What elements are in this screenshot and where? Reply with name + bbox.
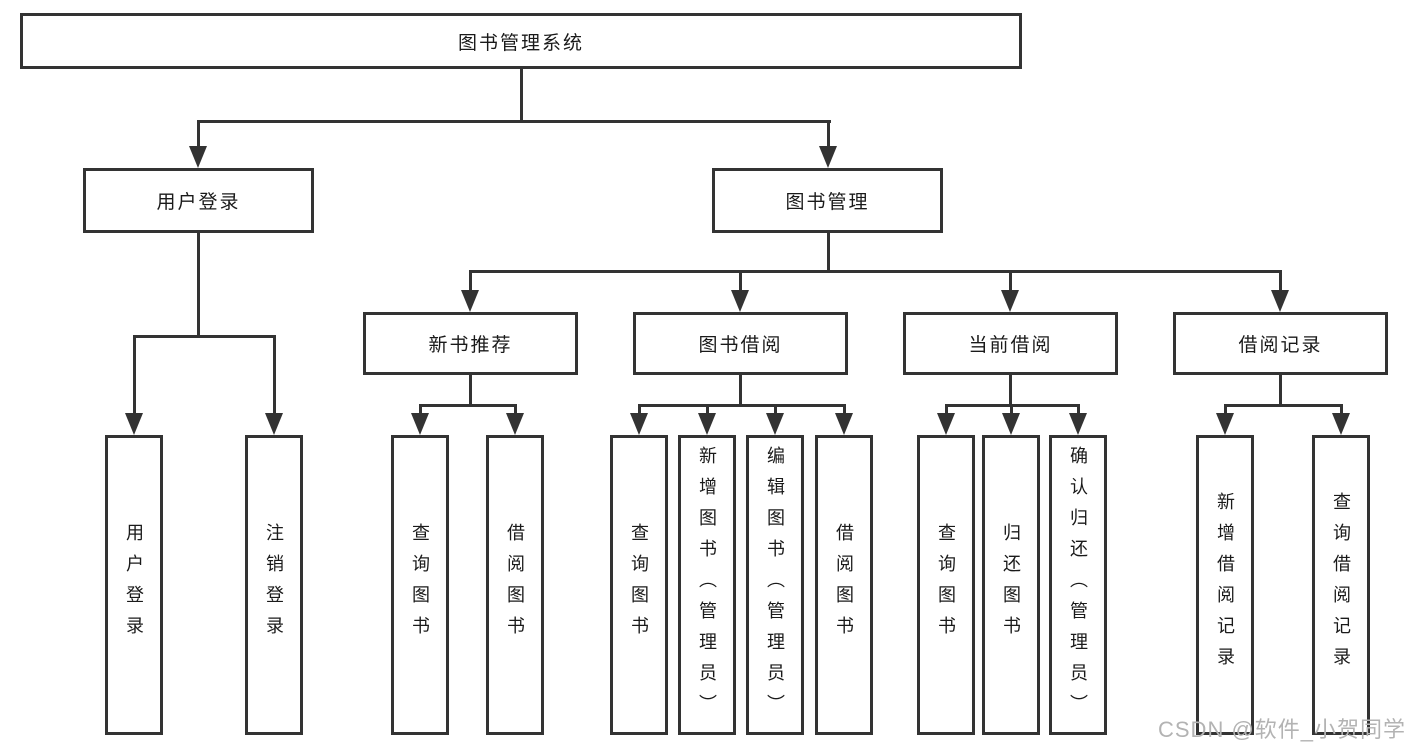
connector-line (419, 404, 517, 407)
arrowhead-icon (1002, 413, 1020, 435)
connector-line (774, 404, 777, 416)
connector-line (1224, 404, 1227, 416)
node-new-book-recommend: 新书推荐 (363, 312, 578, 375)
arrowhead-icon (1271, 290, 1289, 312)
leaf-confirm-return-admin: 确认归还（管理员） (1049, 435, 1107, 735)
arrowhead-icon (1069, 413, 1087, 435)
leaf-query-books-recommend-label: 查询图书 (410, 523, 430, 647)
connector-line (419, 404, 422, 416)
connector-line (706, 404, 709, 416)
arrowhead-icon (766, 413, 784, 435)
arrowhead-icon (506, 413, 524, 435)
arrowhead-icon (731, 290, 749, 312)
arrowhead-icon (265, 413, 283, 435)
connector-line (1279, 270, 1282, 294)
connector-line (638, 404, 641, 416)
connector-line (133, 335, 136, 415)
leaf-return-books: 归还图书 (982, 435, 1040, 735)
arrowhead-icon (411, 413, 429, 435)
connector-line (1009, 375, 1012, 407)
leaf-return-books-label: 归还图书 (1001, 523, 1021, 647)
node-current-borrow-label: 当前借阅 (968, 335, 1053, 356)
connector-line (1340, 404, 1343, 416)
node-user-login: 用户登录 (83, 168, 314, 233)
arrowhead-icon (189, 146, 207, 168)
connector-line (1077, 404, 1080, 416)
leaf-edit-books-admin-label: 编辑图书（管理员） (765, 445, 785, 725)
connector-line (843, 404, 846, 416)
arrowhead-icon (1332, 413, 1350, 435)
connector-line (1224, 404, 1342, 407)
node-book-borrow: 图书借阅 (633, 312, 848, 375)
connector-line (133, 335, 276, 338)
leaf-query-books-recommend: 查询图书 (391, 435, 449, 735)
connector-line (739, 375, 742, 407)
leaf-confirm-return-admin-label: 确认归还（管理员） (1068, 445, 1088, 725)
arrowhead-icon (1001, 290, 1019, 312)
leaf-add-borrow-record-label: 新增借阅记录 (1215, 492, 1235, 678)
leaf-query-books-borrow-label: 查询图书 (629, 523, 649, 647)
connector-line (638, 404, 846, 407)
connector-line (827, 120, 830, 150)
leaf-borrow-books: 借阅图书 (815, 435, 873, 735)
leaf-query-borrow-record: 查询借阅记录 (1312, 435, 1370, 735)
connector-line (469, 270, 472, 294)
connector-line (197, 233, 200, 338)
connector-line (469, 375, 472, 407)
leaf-user-login: 用户登录 (105, 435, 163, 735)
connector-line (514, 404, 517, 416)
leaf-query-borrow-record-label: 查询借阅记录 (1331, 492, 1351, 678)
node-new-book-recommend-label: 新书推荐 (428, 335, 513, 356)
node-root: 图书管理系统 (20, 13, 1022, 69)
leaf-query-books-current: 查询图书 (917, 435, 975, 735)
connector-line (469, 270, 1282, 273)
node-current-borrow: 当前借阅 (903, 312, 1118, 375)
leaf-borrow-books-label: 借阅图书 (834, 523, 854, 647)
leaf-add-borrow-record: 新增借阅记录 (1196, 435, 1254, 735)
connector-line (945, 404, 948, 416)
leaf-edit-books-admin: 编辑图书（管理员） (746, 435, 804, 735)
arrowhead-icon (630, 413, 648, 435)
arrowhead-icon (125, 413, 143, 435)
node-book-management-label: 图书管理 (785, 192, 870, 213)
node-book-borrow-label: 图书借阅 (698, 335, 783, 356)
leaf-query-books-current-label: 查询图书 (936, 523, 956, 647)
arrowhead-icon (835, 413, 853, 435)
leaf-logout-label: 注销登录 (264, 523, 284, 647)
node-borrow-records: 借阅记录 (1173, 312, 1388, 375)
leaf-add-books-admin: 新增图书（管理员） (678, 435, 736, 735)
connector-line (520, 69, 523, 123)
arrowhead-icon (1216, 413, 1234, 435)
node-borrow-records-label: 借阅记录 (1238, 335, 1323, 356)
leaf-user-login-label: 用户登录 (124, 523, 144, 647)
connector-line (197, 120, 831, 123)
node-root-label: 图书管理系统 (457, 32, 584, 54)
arrowhead-icon (937, 413, 955, 435)
leaf-logout: 注销登录 (245, 435, 303, 735)
leaf-borrow-books-recommend-label: 借阅图书 (505, 523, 525, 647)
leaf-borrow-books-recommend: 借阅图书 (486, 435, 544, 735)
leaf-query-books-borrow: 查询图书 (610, 435, 668, 735)
connector-line (1009, 270, 1012, 294)
csdn-watermark: CSDN @软件_小贺同学 (1158, 717, 1405, 742)
connector-line (273, 335, 276, 415)
arrowhead-icon (819, 146, 837, 168)
connector-line (827, 233, 830, 273)
connector-line (1010, 404, 1013, 416)
connector-line (1279, 375, 1282, 407)
arrowhead-icon (698, 413, 716, 435)
node-user-login-label: 用户登录 (156, 192, 241, 213)
connector-line (197, 120, 200, 150)
arrowhead-icon (461, 290, 479, 312)
connector-line (739, 270, 742, 294)
leaf-add-books-admin-label: 新增图书（管理员） (697, 445, 717, 725)
node-book-management: 图书管理 (712, 168, 943, 233)
